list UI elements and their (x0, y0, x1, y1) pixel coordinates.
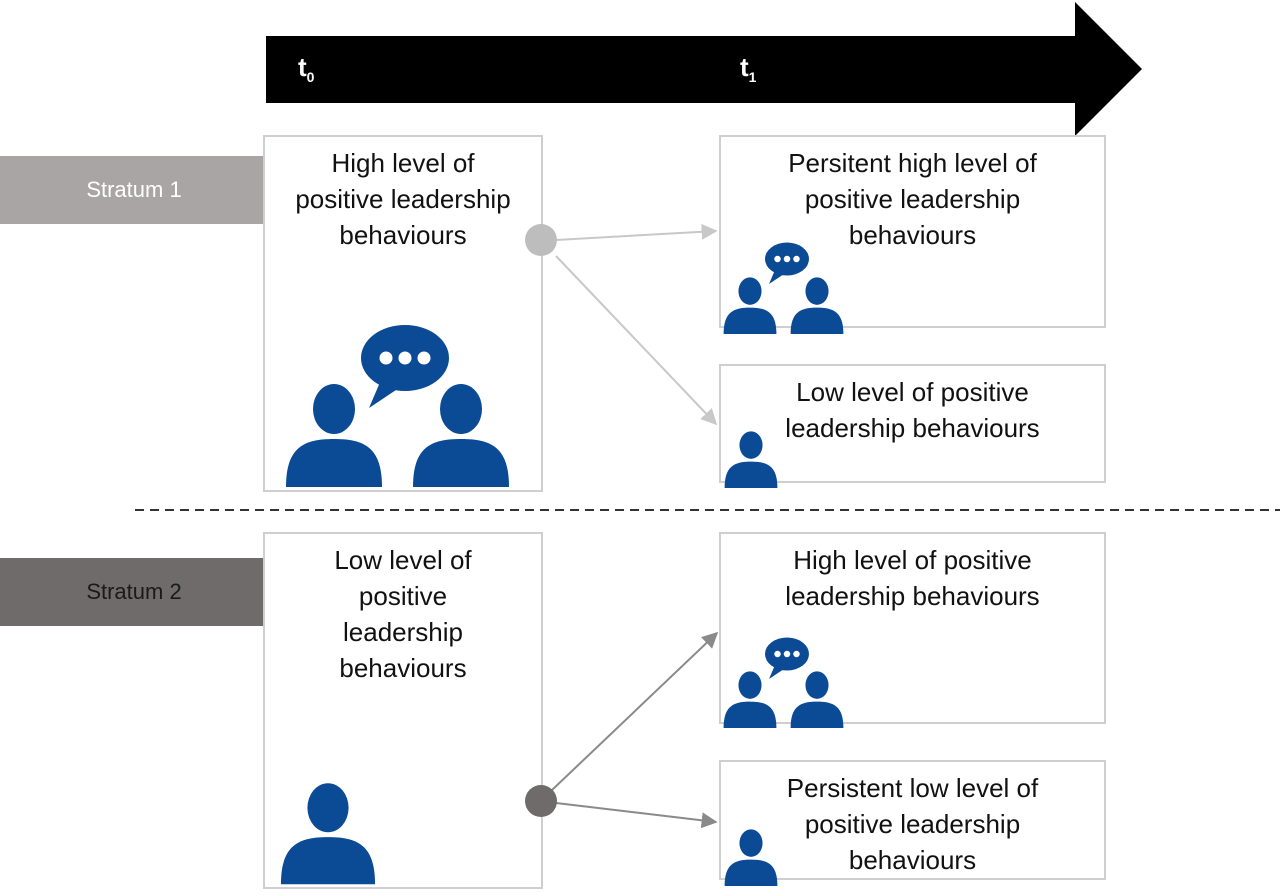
box-s1-t1-b-text: Low level of positive leadership behavio… (785, 377, 1040, 443)
person-icon (723, 671, 777, 728)
timeline-label-t1: t1 (740, 52, 756, 85)
box-s2-t1-b-text: Persistent low level of positive leaders… (786, 773, 1039, 875)
box-s2-t1-b: Persistent low level of positive leaders… (719, 760, 1106, 880)
person-icon (280, 783, 376, 885)
box-s2-t0: Low level of positive leadership behavio… (263, 532, 543, 889)
person-icon (790, 671, 844, 728)
connector-s2-to-high (551, 631, 719, 791)
person-icon (413, 384, 509, 487)
box-s2-t0-text: Low level of positive leadership behavio… (334, 545, 472, 683)
speech-bubble-icon (765, 637, 809, 679)
connector-s1-to-high (555, 223, 718, 241)
t0-label-sub: 0 (306, 69, 315, 86)
person-icon (286, 384, 382, 487)
t1-label-main: t (740, 52, 749, 82)
connector-s2-to-low (555, 802, 718, 829)
timeline-arrow-shape (266, 2, 1142, 136)
box-s1-t0-text: High level of positive leadership behavi… (295, 148, 511, 250)
person-icon (790, 277, 844, 334)
box-s2-t1-a: High level of positive leadership behavi… (719, 532, 1106, 724)
stratum-1-text: Stratum 1 (86, 177, 182, 202)
speech-bubble-icon (765, 242, 809, 284)
node-s1 (525, 224, 557, 256)
t0-label-main: t (298, 52, 307, 82)
connector-s1-to-low (555, 255, 718, 426)
person-icon (723, 277, 777, 334)
box-s1-t1-b: Low level of positive leadership behavio… (719, 364, 1106, 483)
t1-label-sub: 1 (748, 69, 757, 86)
box-s1-t0: High level of positive leadership behavi… (263, 135, 543, 492)
stratum-2-label: Stratum 2 (0, 558, 268, 626)
box-s1-t1-a-text: Persitent high level of positive leaders… (788, 148, 1037, 250)
box-s2-t1-a-text: High level of positive leadership behavi… (785, 545, 1040, 611)
speech-bubble-icon (361, 325, 449, 408)
person-icon (724, 431, 778, 488)
stratum-1-label: Stratum 1 (0, 156, 268, 224)
stratum-2-text: Stratum 2 (86, 579, 182, 604)
box-s1-t1-a: Persitent high level of positive leaders… (719, 135, 1106, 328)
node-s2 (525, 785, 557, 817)
timeline-label-t0: t0 (298, 52, 314, 85)
person-icon (724, 829, 778, 886)
